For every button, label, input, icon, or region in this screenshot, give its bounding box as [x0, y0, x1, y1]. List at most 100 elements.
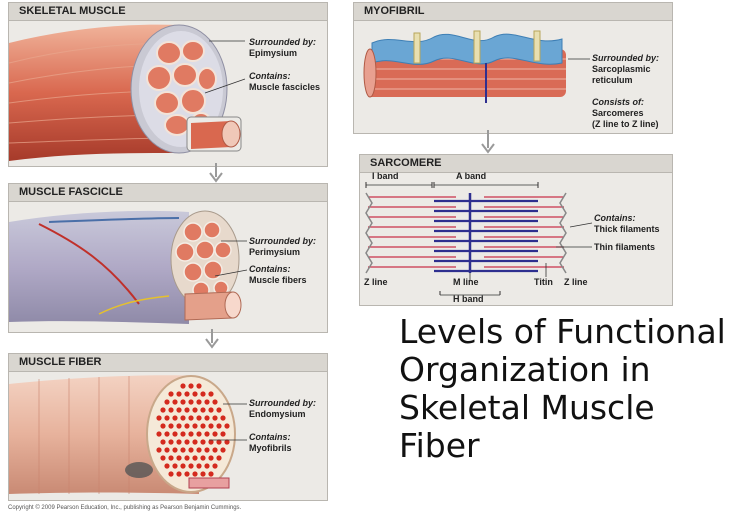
myofibril-dot [180, 431, 186, 437]
myofibril-dot [192, 455, 198, 461]
myofibril-dot [160, 455, 166, 461]
myofibril-dot [160, 423, 166, 429]
myofibril-dot [156, 447, 162, 453]
myofibril-dot [192, 423, 198, 429]
myofibril-dot [168, 391, 174, 397]
myofibril-dot [204, 415, 210, 421]
h-band-label: H band [453, 294, 484, 304]
surrounded-by-text: Surrounded by: [249, 37, 316, 47]
myofibril-dot [196, 399, 202, 405]
muscle-fibers-label: Contains: Muscle fibers [249, 264, 307, 286]
myofibril-dot [184, 439, 190, 445]
myofibril-dot [160, 439, 166, 445]
myofibril-dot [208, 455, 214, 461]
reticulum-text: reticulum [592, 75, 633, 85]
myofibril-dot [212, 447, 218, 453]
myofibril-dot [220, 415, 226, 421]
muscle-fiber-illustration [9, 375, 247, 494]
myofibril-dot [192, 471, 198, 477]
myofibrils-text: Myofibrils [249, 443, 292, 453]
myofibril-dot [176, 423, 182, 429]
myofibril-dot [212, 463, 218, 469]
down-arrow-icon [205, 329, 219, 349]
surrounded-by-text: Surrounded by: [249, 398, 316, 408]
consists-of-text: Consists of: [592, 97, 645, 107]
myofibril-dot [204, 399, 210, 405]
z-line-left-label: Z line [364, 277, 388, 287]
myofibril-dot [196, 415, 202, 421]
myofibril-dot [192, 407, 198, 413]
muscle-fascicle-illustration [9, 210, 248, 324]
myofibril-dot [164, 463, 170, 469]
myofibril-title: MYOFIBRIL [354, 3, 672, 21]
myofibril-dot [180, 399, 186, 405]
page-title: Levels of Functional Organization in Ske… [399, 312, 726, 465]
muscle-fascicles-label: Contains: Muscle fascicles [249, 71, 320, 93]
myofibril-dot [164, 447, 170, 453]
a-band-label: A band [456, 171, 487, 181]
myofibril-dot [204, 431, 210, 437]
myofibril-dot [176, 439, 182, 445]
myofibril-dot [200, 439, 206, 445]
myofibril-dot [196, 431, 202, 437]
thin-filaments-label: Thin filaments [594, 242, 656, 252]
myofibril-dot [184, 407, 190, 413]
down-arrow-icon [481, 130, 495, 154]
myofibril-dot [164, 399, 170, 405]
myofibril-dot [208, 439, 214, 445]
sarcoplasmic-reticulum-label: Surrounded by: Sarcoplasmic reticulum [592, 53, 659, 86]
myofibril-illustration [363, 30, 590, 103]
myofibril-dot [168, 423, 174, 429]
myofibril-dot [200, 391, 206, 397]
skeletal-muscle-panel: SKELETAL MUSCLE Surrounded by: Epi [8, 2, 328, 167]
myofibril-dot [172, 399, 178, 405]
myofibril-dot [184, 423, 190, 429]
myofibrils-label: Contains: Myofibrils [249, 432, 292, 454]
muscle-fiber-panel: MUSCLE FIBER Surrounded by: Endomysium C… [8, 353, 328, 501]
myofibril-dot [188, 383, 194, 389]
copyright-text: Copyright © 2009 Pearson Education, Inc.… [8, 505, 242, 511]
contains-text: Contains: [249, 264, 291, 274]
sarcomere-illustration [365, 182, 593, 296]
myofibril-dot [208, 391, 214, 397]
surrounded-by-text: Surrounded by: [592, 53, 659, 63]
myofibril-dot [184, 391, 190, 397]
myofibril-dot [216, 423, 222, 429]
myofibril-dot [208, 407, 214, 413]
myofibril-dot [220, 431, 226, 437]
myofibril-dot [188, 463, 194, 469]
myofibril-panel: MYOFIBRIL Surrounded by: Sarcoplasmic re… [353, 2, 673, 134]
myofibril-dot [176, 407, 182, 413]
myofibril-dot [208, 471, 214, 477]
surrounded-by-text: Surrounded by: [249, 236, 316, 246]
muscle-fascicle-panel: MUSCLE FASCICLE Surrounded by: Perimysiu… [8, 183, 328, 333]
myofibril-dot [180, 415, 186, 421]
perimysium-label: Surrounded by: Perimysium [249, 236, 316, 258]
myofibril-dot [200, 455, 206, 461]
myofibril-dot [208, 423, 214, 429]
myofibril-dot [156, 431, 162, 437]
myofibril-dot [212, 431, 218, 437]
myofibril-dot [168, 455, 174, 461]
myofibril-dot [172, 447, 178, 453]
myofibril-dot [168, 471, 174, 477]
myofibril-dot [160, 407, 166, 413]
myofibril-dot [188, 447, 194, 453]
contains-text: Contains: [249, 71, 291, 81]
myofibril-dot [188, 431, 194, 437]
myofibril-dot [172, 415, 178, 421]
myofibril-dot [168, 407, 174, 413]
sarcoplasmic-text: Sarcoplasmic [592, 64, 651, 74]
myofibril-dot [180, 463, 186, 469]
myofibril-dot [216, 439, 222, 445]
endomysium-label: Surrounded by: Endomysium [249, 398, 316, 420]
epimysium-label: Surrounded by: Epimysium [249, 37, 316, 59]
perimysium-text: Perimysium [249, 247, 301, 257]
myofibril-dot [180, 447, 186, 453]
sarcomere-title: SARCOMERE [360, 155, 672, 173]
sarcomere-panel: SARCOMERE I band A band Contains: Thick … [359, 154, 673, 306]
contains-text: Contains: [594, 213, 636, 223]
myofibril-dot [212, 415, 218, 421]
filaments-label: Contains: Thick filaments [594, 213, 660, 235]
skeletal-muscle-title: SKELETAL MUSCLE [9, 3, 327, 21]
